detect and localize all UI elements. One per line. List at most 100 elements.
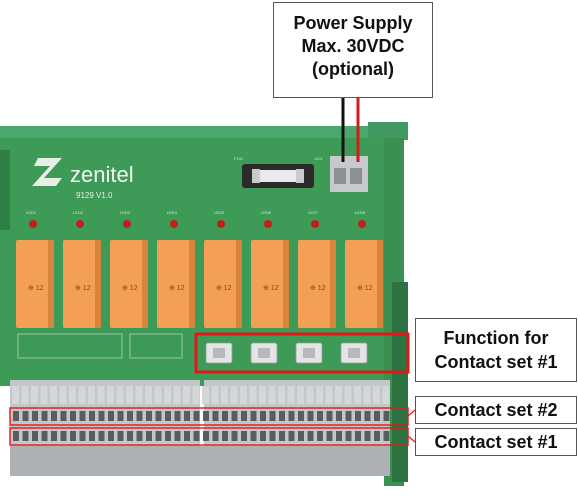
terminal-opening: [174, 411, 181, 421]
terminal-opening: [70, 431, 76, 441]
led-indicator: [311, 220, 319, 228]
terminal-opening: [89, 431, 95, 441]
terminal-lever: [363, 386, 371, 404]
terminal-opening: [203, 411, 209, 421]
terminal-opening: [269, 431, 276, 441]
led-indicator: [217, 220, 225, 228]
terminal-lever: [297, 386, 304, 404]
terminal-opening: [184, 431, 190, 441]
terminal-opening: [13, 431, 19, 441]
terminal-opening: [288, 431, 295, 441]
relay: [345, 240, 383, 328]
led-label: LED6: [261, 210, 272, 215]
terminal-opening: [79, 431, 86, 441]
relay-shade: [236, 240, 242, 328]
fuse-label-left: F101: [234, 156, 244, 161]
terminal-lever: [373, 386, 380, 404]
terminal-lever: [230, 386, 238, 404]
terminal-opening: [22, 411, 29, 421]
terminal-lever: [354, 386, 361, 404]
terminal-opening: [108, 411, 114, 421]
terminal-lever: [192, 386, 200, 404]
led-label: LED1: [26, 210, 37, 215]
terminal-lever: [249, 386, 257, 404]
terminal-opening: [307, 411, 314, 421]
terminal-opening: [32, 431, 38, 441]
terminal-opening: [355, 411, 361, 421]
terminal-lever: [173, 386, 181, 404]
power-supply-line3: (optional): [312, 59, 394, 79]
terminal-opening: [383, 411, 390, 421]
terminal-lever: [278, 386, 285, 404]
terminal-opening: [41, 431, 48, 441]
terminal-lever: [240, 386, 247, 404]
terminal-lever: [316, 386, 323, 404]
terminal-opening: [288, 411, 295, 421]
relay: [63, 240, 101, 328]
terminal-lever: [135, 386, 143, 404]
terminal-lever: [335, 386, 342, 404]
contact-set-1-callout: Contact set #1: [415, 428, 577, 456]
led-label: LED3: [120, 210, 131, 215]
contact-set-2-label: Contact set #2: [434, 400, 558, 420]
led-label: LED2: [73, 210, 84, 215]
terminal-lever: [164, 386, 171, 404]
led-label: LED5: [214, 210, 225, 215]
terminal-opening: [212, 431, 219, 441]
terminal-opening: [212, 411, 219, 421]
dip-switch-lever: [348, 348, 360, 358]
led-indicator: [29, 220, 37, 228]
terminal-opening: [317, 411, 323, 421]
brand-text: zenitel: [70, 162, 134, 187]
fuse-label-right: J101: [314, 156, 323, 161]
pcb-side-rail: [392, 282, 408, 482]
terminal-lever: [97, 386, 105, 404]
relay-shade: [95, 240, 101, 328]
terminal-opening: [250, 411, 257, 421]
terminal-opening: [250, 431, 257, 441]
terminal-opening: [41, 411, 48, 421]
led-indicator: [123, 220, 131, 228]
terminal-opening: [98, 411, 105, 421]
terminal-opening: [51, 411, 57, 421]
terminal-opening: [108, 431, 114, 441]
terminal-lever: [325, 386, 333, 404]
power-supply-line1: Power Supply: [293, 13, 413, 33]
led-indicator: [264, 220, 272, 228]
terminal-opening: [260, 411, 266, 421]
terminal-opening: [60, 431, 67, 441]
terminal-lever: [40, 386, 48, 404]
terminal-opening: [279, 431, 285, 441]
terminal-lever: [221, 386, 228, 404]
relay-marking: ⊕ 12: [216, 285, 232, 292]
relay-shade: [189, 240, 195, 328]
led-label: LED4: [167, 210, 178, 215]
terminal-lever: [59, 386, 67, 404]
fuse-holder: [242, 164, 314, 188]
led-label: LED8: [355, 210, 366, 215]
model-text: 9129 V1.0: [76, 191, 113, 200]
contact-set-2-highlight: [9, 407, 409, 426]
led-indicator: [76, 220, 84, 228]
terminal-lever: [78, 386, 86, 404]
terminal-lever: [107, 386, 114, 404]
terminal-lever: [31, 386, 38, 404]
terminal-opening: [222, 431, 228, 441]
relay: [16, 240, 54, 328]
terminal-lever: [211, 386, 219, 404]
function-line1: Function for: [443, 328, 549, 348]
terminal-opening: [326, 411, 333, 421]
terminal-opening: [383, 431, 390, 441]
terminal-opening: [146, 431, 152, 441]
terminal-lever: [12, 386, 19, 404]
terminal-opening: [136, 411, 143, 421]
leader-cs1: [407, 435, 416, 443]
leader-cs2: [407, 409, 416, 417]
terminal-opening: [374, 431, 380, 441]
contact-set-1-label: Contact set #1: [434, 432, 558, 452]
terminal-opening: [51, 431, 57, 441]
terminal-opening: [117, 411, 124, 421]
terminal-opening: [355, 431, 361, 441]
